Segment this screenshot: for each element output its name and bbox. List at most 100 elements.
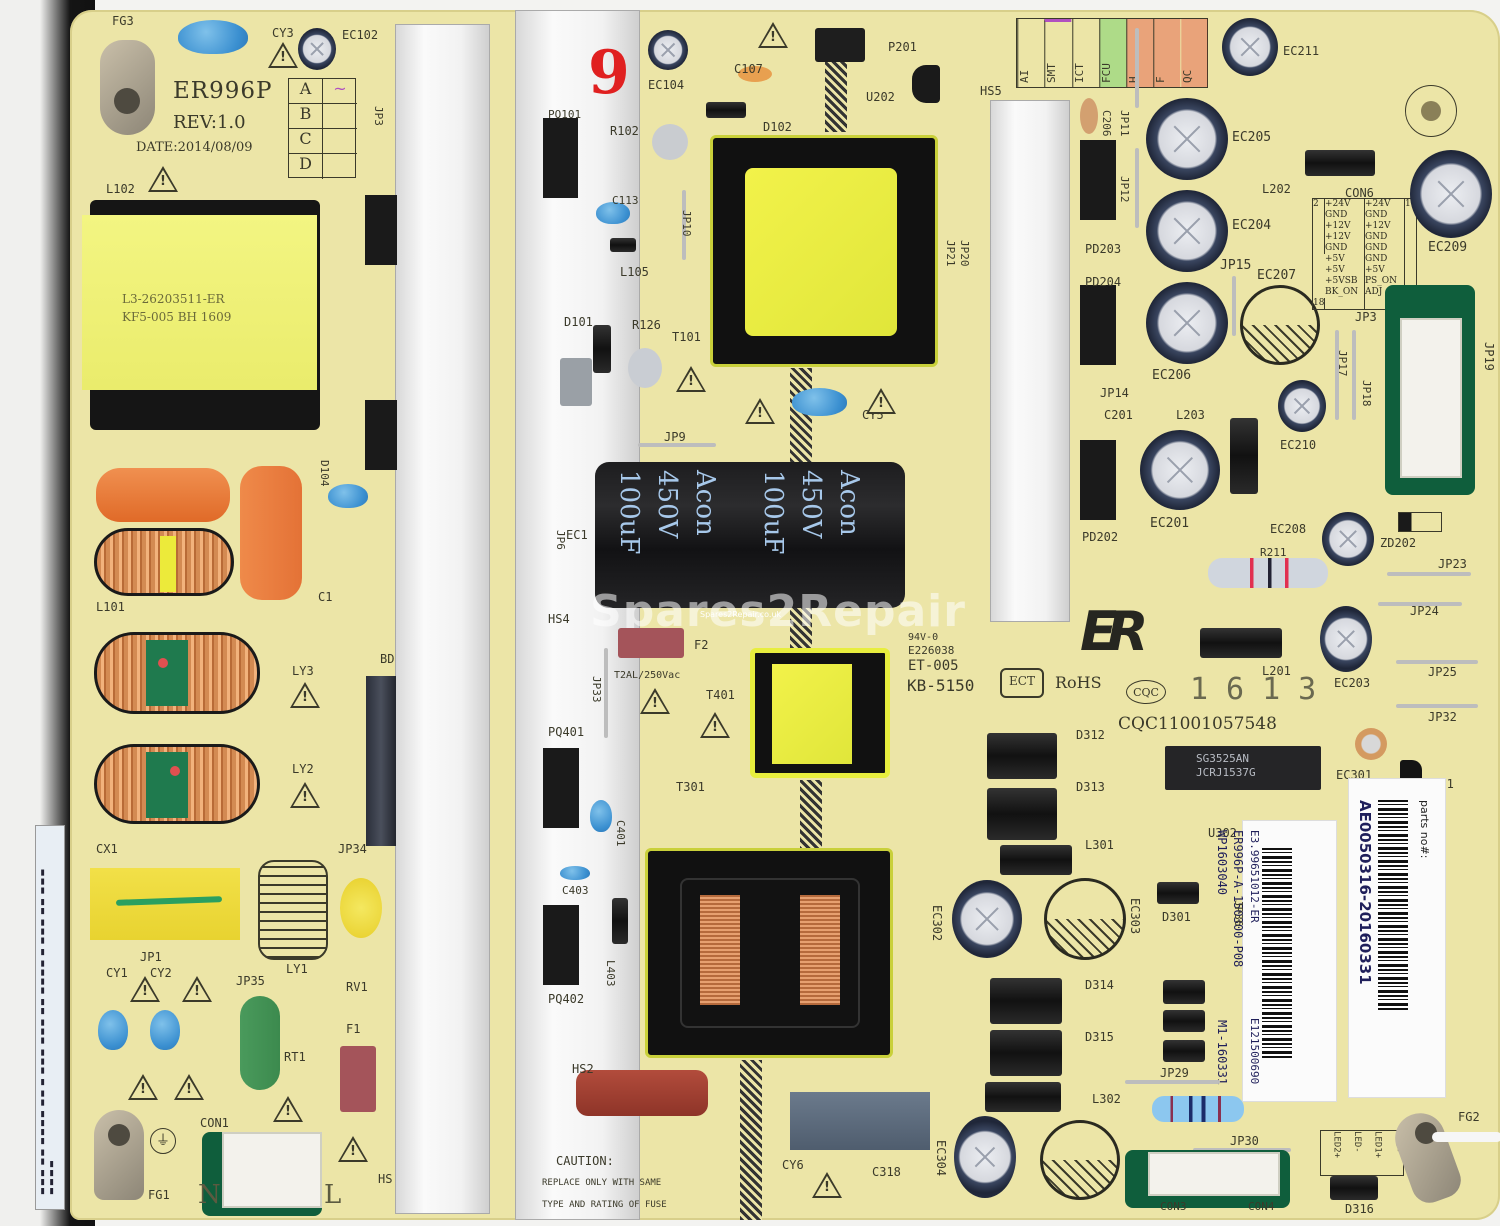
board-revision: REV:1.0 — [173, 112, 246, 133]
jumper-jp15 — [1232, 276, 1236, 336]
con6-right-pin: GND — [1365, 210, 1388, 220]
barcode-2 — [1378, 800, 1408, 1010]
con1-live-label: L — [324, 1180, 342, 1210]
ref-c206: C206 — [1100, 110, 1113, 137]
con6-right-pin: ADJ — [1365, 287, 1383, 297]
jumper-jp18 — [1352, 330, 1356, 420]
bulk-cap-capacitance: 100uF — [758, 470, 788, 555]
isolation-slot-bottom — [740, 1060, 762, 1220]
ref-ec304: EC304 — [934, 1140, 948, 1177]
date-code: 1613 — [1190, 672, 1335, 707]
diode-d314 — [990, 978, 1062, 1024]
con6-right-pin: +24V — [1365, 199, 1391, 209]
ref-ec207: EC207 — [1257, 268, 1297, 283]
capacitor-ec206 — [1146, 282, 1228, 364]
con6-left-pin: +24V — [1325, 199, 1351, 209]
barcode-1 — [1262, 848, 1292, 1058]
ref-pd204: PD204 — [1085, 275, 1122, 289]
capacitor-ec211 — [1222, 18, 1278, 76]
bulk-cap-voltage: 450V — [796, 470, 826, 539]
connector-con6 — [1400, 318, 1462, 478]
y-capacitor-cy1 — [98, 1010, 128, 1050]
ref-r211: R211 — [1260, 546, 1287, 559]
con6-pin-2: 2 — [1313, 199, 1325, 254]
ic-u302-marking-1: SG3525AN — [1196, 752, 1249, 765]
ref-d104: D104 — [318, 460, 331, 487]
warning-icon: ! — [700, 712, 730, 738]
y-capacitor-cy2 — [150, 1010, 180, 1050]
regulator-u202 — [912, 65, 940, 103]
con6-left-pin: GND — [1325, 243, 1348, 253]
ref-pq401: PQ401 — [548, 725, 585, 739]
ref-jp35: JP35 — [236, 974, 265, 988]
inductor-l201 — [1200, 628, 1282, 658]
mosfet-pd202 — [1080, 440, 1116, 520]
process-qc: QC — [1180, 19, 1207, 87]
warning-icon: ! — [676, 366, 706, 392]
warning-icon: ! — [745, 398, 775, 424]
mosfet-pq101 — [543, 118, 578, 198]
mosfet-pq401 — [543, 748, 579, 828]
rev-cell-b: B — [289, 104, 323, 129]
ect-badge-text: ECT — [1009, 674, 1035, 688]
sticker-1-line-2: WP1603040 — [1215, 830, 1229, 896]
warning-icon: ! — [812, 1172, 842, 1198]
ref-rv1: RV1 — [346, 980, 368, 994]
jumper-jp25 — [1396, 660, 1478, 664]
ref-pd203: PD203 — [1085, 242, 1122, 256]
transformer-t401-core — [772, 664, 852, 764]
choke-ly2-tape — [146, 752, 188, 818]
transformer-t101-core — [745, 168, 897, 336]
revision-table: A ~ B C D — [288, 78, 357, 179]
ref-l101: L101 — [96, 600, 125, 614]
ref-jp6: JP6 — [554, 530, 567, 550]
rohs-mark: RoHS — [1055, 673, 1102, 692]
jumper-jp17 — [1335, 330, 1339, 420]
ref-ly3: LY3 — [292, 664, 314, 678]
con6-pin-1: 1 — [1405, 199, 1411, 209]
cqc-number: CQC11001057548 — [1118, 714, 1277, 734]
optocoupler-p201 — [815, 28, 865, 62]
ref-jp12: JP12 — [1118, 176, 1131, 203]
rev-cell-empty — [323, 104, 357, 129]
capacitor-footprint-ec303 — [1044, 878, 1126, 960]
ref-jp14: JP14 — [1100, 386, 1129, 400]
zener-zd202 — [1398, 512, 1442, 532]
ref-ec209: EC209 — [1428, 240, 1468, 255]
ref-p201: P201 — [888, 40, 917, 54]
ref-hs2: HS2 — [572, 1062, 594, 1076]
ref-jp33: JP33 — [590, 676, 603, 703]
inductor-l101-tape — [160, 536, 176, 592]
process-f: F — [1153, 19, 1181, 87]
warning-icon: ! — [128, 1074, 158, 1100]
diode-small-2 — [1163, 1010, 1205, 1032]
caution-line-1: REPLACE ONLY WITH SAME — [542, 1178, 662, 1188]
bulk-cap-label-5: 450V — [648, 470, 686, 538]
warning-icon: ! — [866, 388, 896, 414]
mosfet-heatsink-left-2 — [365, 400, 397, 470]
ref-d301: D301 — [1162, 910, 1191, 924]
varistor-r126 — [628, 348, 662, 388]
ref-jp15: JP15 — [1220, 258, 1252, 273]
warning-icon: ! — [338, 1136, 368, 1162]
inductor-l301 — [1000, 845, 1072, 875]
y-capacitor-cy5 — [792, 388, 847, 416]
ground-lug-fg3 — [100, 40, 155, 135]
ground-wire — [1432, 1132, 1500, 1142]
sticker-2-code: AE0050316-20160331 — [1356, 800, 1374, 985]
ref-hs5: HS5 — [980, 84, 1002, 98]
capacitor-ec203 — [1320, 606, 1372, 672]
capacitor-c107 — [738, 66, 772, 82]
ref-d312: D312 — [1076, 728, 1105, 742]
warning-icon: ! — [182, 976, 212, 1002]
ref-jp3x: JP3 — [1355, 310, 1377, 324]
inductor-l102 — [82, 215, 317, 390]
capacitor-ec104 — [648, 30, 688, 70]
ref-l301: L301 — [1085, 838, 1114, 852]
ref-con1: CON1 — [200, 1116, 229, 1130]
ref-l105: L105 — [620, 265, 649, 279]
ref-zd202: ZD202 — [1380, 536, 1417, 550]
ref-ly2: LY2 — [292, 762, 314, 776]
process-smt: SMT — [1044, 19, 1072, 87]
ref-l201: L201 — [1262, 664, 1291, 678]
